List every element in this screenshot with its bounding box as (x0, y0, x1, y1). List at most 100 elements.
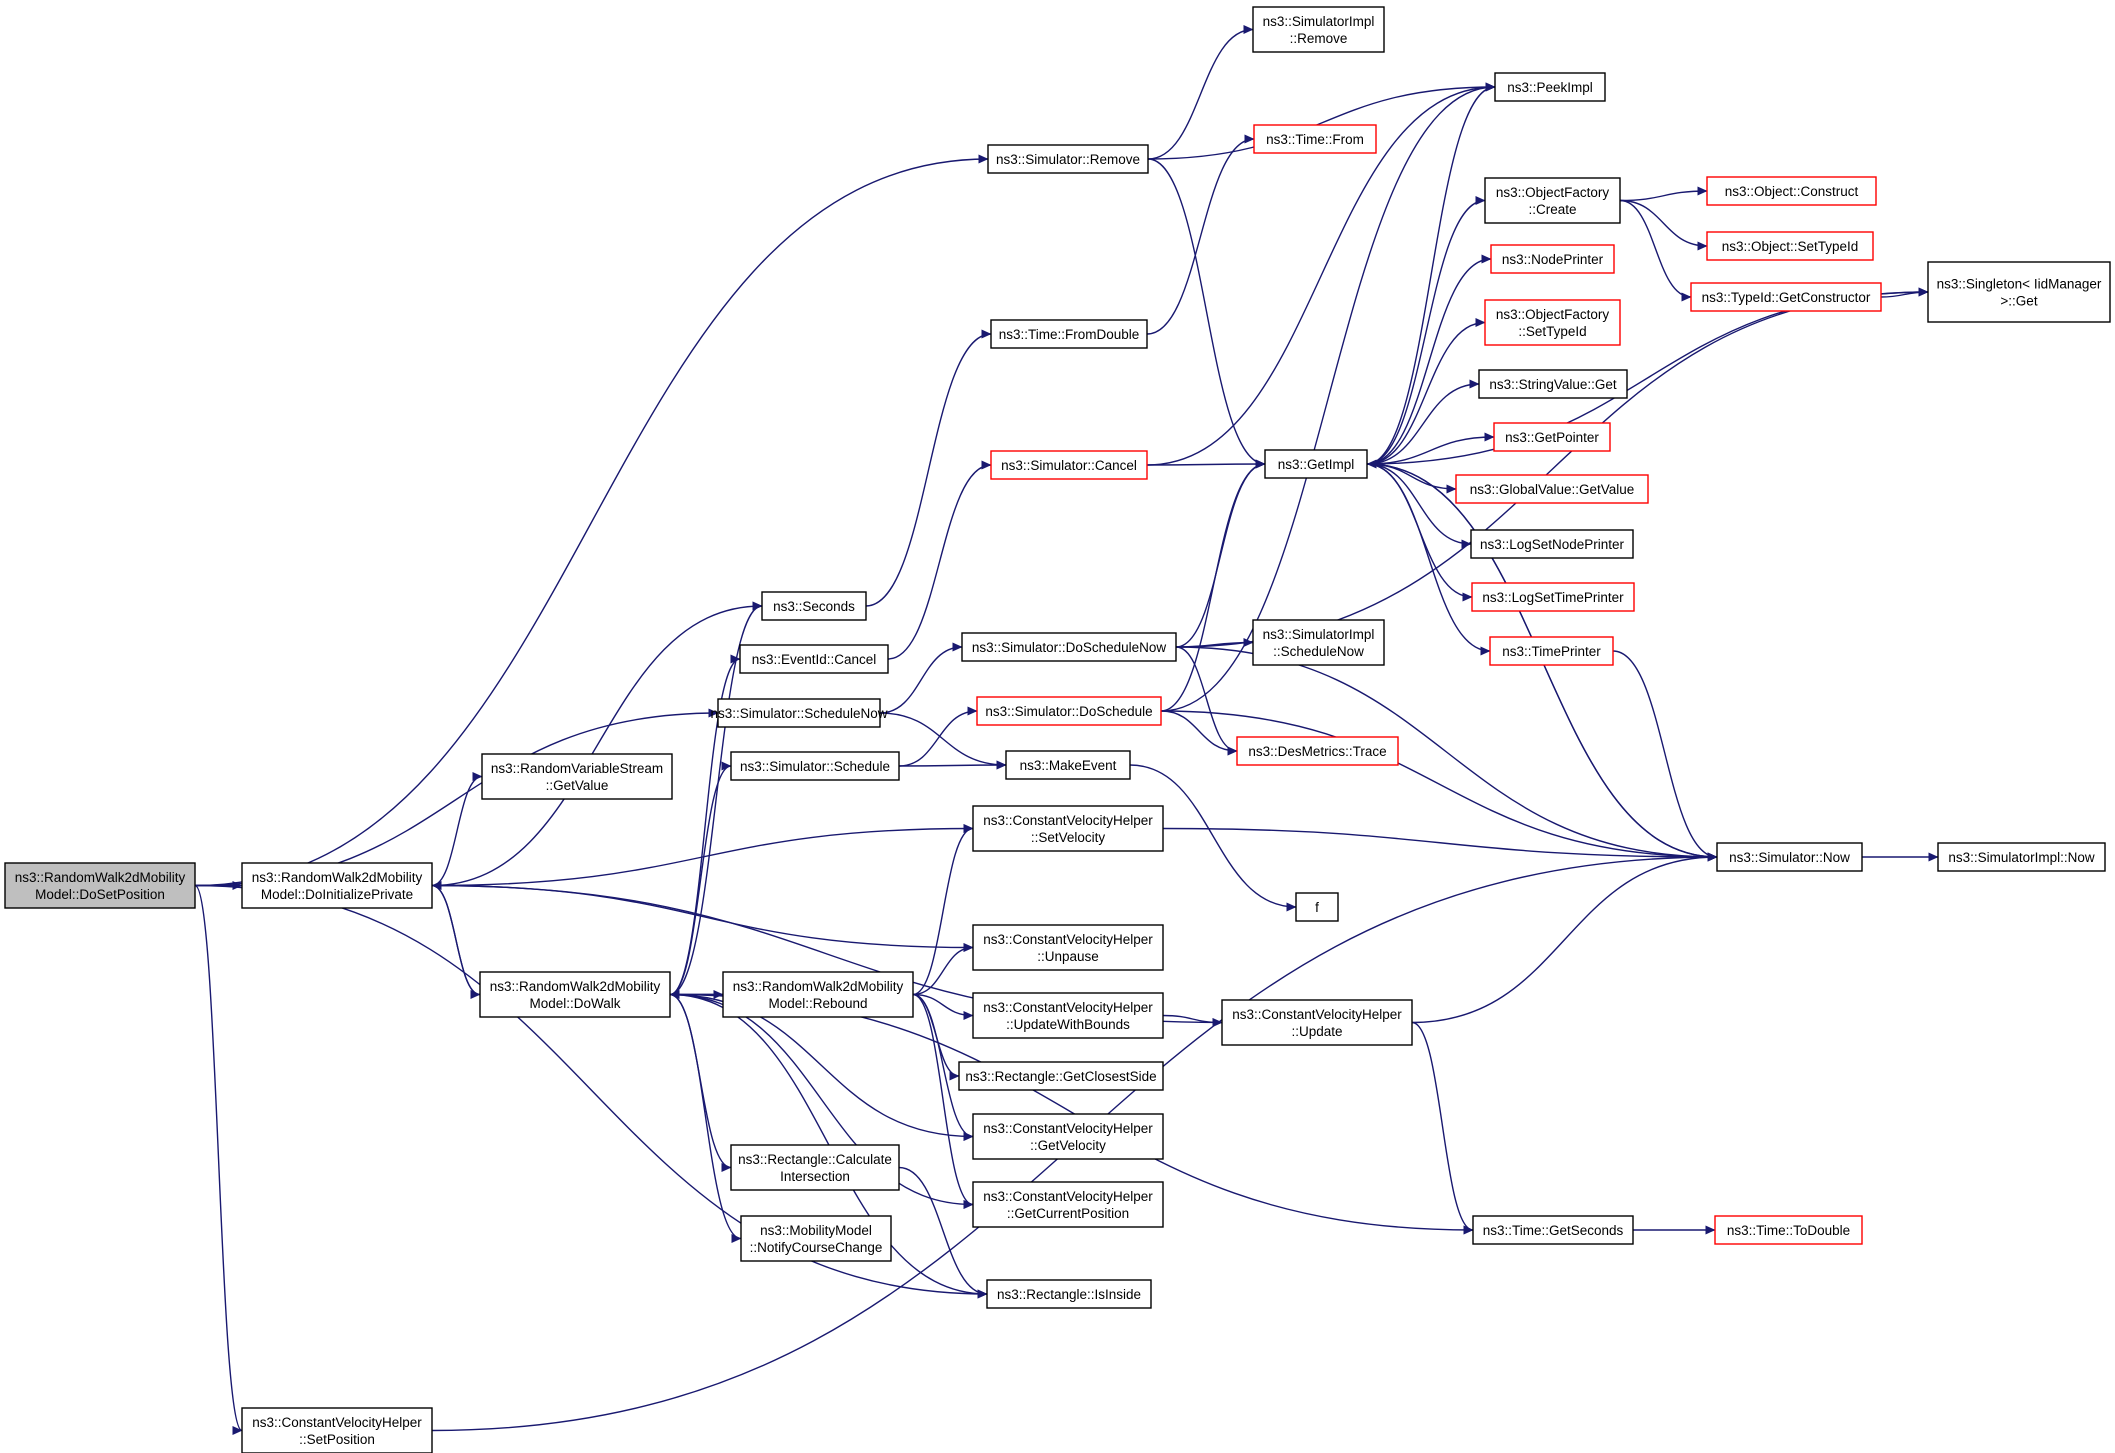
node-label: ns3::Time::FromDouble (999, 327, 1140, 342)
node-singleton[interactable]: ns3::Singleton< IidManager>::Get (1927, 261, 2111, 323)
node-label: ns3::Simulator::ScheduleNow (710, 706, 887, 721)
edge-line (1619, 199, 1708, 251)
node-timegetsec[interactable]: ns3::Time::GetSeconds (1472, 1215, 1634, 1245)
edge-getimpl-to-peekimpl (1366, 82, 1496, 465)
node-makeevent[interactable]: ns3::MakeEvent (1005, 750, 1131, 780)
node-rectinside[interactable]: ns3::Rectangle::IsInside (986, 1279, 1152, 1309)
node-box (986, 1279, 1152, 1309)
node-implremove[interactable]: ns3::SimulatorImpl::Remove (1252, 6, 1385, 53)
edge-line (898, 1166, 988, 1299)
node-box (730, 1144, 900, 1191)
edge-simsched-to-makeevent (898, 760, 1007, 770)
node-box (1690, 282, 1882, 312)
node-schednow[interactable]: ns3::Simulator::ScheduleNow (710, 698, 888, 728)
node-nodeprinter[interactable]: ns3::NodePrinter (1490, 244, 1615, 274)
node-timetodouble[interactable]: ns3::Time::ToDouble (1714, 1215, 1863, 1245)
edge-dosched-to-desmetrics (1160, 710, 1238, 756)
node-getpointer[interactable]: ns3::GetPointer (1493, 422, 1611, 452)
node-rectclosest[interactable]: ns3::Rectangle::GetClosestSide (958, 1061, 1164, 1091)
node-box (1295, 892, 1339, 922)
node-doinit[interactable]: ns3::RandomWalk2dMobilityModel::DoInitia… (241, 862, 433, 909)
node-label: Intersection (780, 1169, 850, 1184)
node-cvgetvel[interactable]: ns3::ConstantVelocityHelper::GetVelocity (972, 1113, 1164, 1160)
node-timefrom[interactable]: ns3::Time::From (1253, 124, 1377, 154)
node-logsetnode[interactable]: ns3::LogSetNodePrinter (1470, 529, 1634, 559)
node-label: ns3::Time::ToDouble (1727, 1223, 1850, 1238)
node-label: ::ScheduleNow (1273, 644, 1364, 659)
node-simremove[interactable]: ns3::Simulator::Remove (987, 144, 1149, 174)
node-f[interactable]: f (1295, 892, 1339, 922)
node-simcancel[interactable]: ns3::Simulator::Cancel (990, 450, 1148, 480)
node-box (1490, 244, 1615, 274)
node-implschednow[interactable]: ns3::SimulatorImpl::ScheduleNow (1252, 619, 1385, 666)
node-cvunpause[interactable]: ns3::ConstantVelocityHelper::Unpause (972, 924, 1164, 971)
node-cvupdbounds[interactable]: ns3::ConstantVelocityHelper::UpdateWithB… (972, 992, 1164, 1039)
edge-line (1147, 25, 1254, 160)
node-dosched[interactable]: ns3::Simulator::DoSchedule (976, 696, 1162, 726)
node-simsched[interactable]: ns3::Simulator::Schedule (730, 751, 900, 781)
node-desmetrics[interactable]: ns3::DesMetrics::Trace (1236, 736, 1399, 766)
node-box (241, 862, 433, 909)
edge-line (1160, 710, 1238, 756)
edge-dosched-to-peekimpl (1160, 82, 1496, 712)
edge-rebound-to-cvgetcur (912, 993, 974, 1209)
edge-dowalk-to-doinit (431, 881, 481, 996)
node-box (4, 862, 196, 909)
node-objsettype[interactable]: ns3::Object::SetTypeId (1706, 231, 1874, 261)
node-label: ns3::RandomWalk2dMobility (15, 870, 186, 885)
edge-line (1366, 287, 1929, 465)
node-box (481, 753, 673, 800)
node-simnow[interactable]: ns3::Simulator::Now (1716, 842, 1863, 872)
edge-doinit-to-cvunpause (431, 884, 974, 952)
node-cvgetcur[interactable]: ns3::ConstantVelocityHelper::GetCurrentP… (972, 1181, 1164, 1228)
node-label: ns3::RandomWalk2dMobility (733, 979, 904, 994)
node-seconds[interactable]: ns3::Seconds (761, 591, 867, 621)
node-label: ns3::RandomWalk2dMobility (252, 870, 423, 885)
node-eventcancel[interactable]: ns3::EventId::Cancel (739, 644, 889, 674)
node-cvsetvel[interactable]: ns3::ConstantVelocityHelper::SetVelocity (972, 805, 1164, 852)
node-cvsetpos[interactable]: ns3::ConstantVelocityHelper::SetPosition (241, 1407, 433, 1453)
edge-timefromdouble-to-timefrom (1146, 134, 1255, 335)
node-box (1706, 231, 1874, 261)
edge-line (898, 760, 1007, 770)
edge-cvsetvel-to-simnow (1162, 827, 1718, 862)
edge-ofcreate-to-typeidgetctor (1619, 199, 1692, 302)
node-cvupdate[interactable]: ns3::ConstantVelocityHelper::Update (1221, 999, 1413, 1046)
node-timefromdouble[interactable]: ns3::Time::FromDouble (990, 319, 1148, 349)
node-timeprinter[interactable]: ns3::TimePrinter (1489, 636, 1614, 666)
node-getimpl[interactable]: ns3::GetImpl (1264, 449, 1368, 479)
node-label: ns3::Object::SetTypeId (1722, 239, 1859, 254)
node-label: ns3::EventId::Cancel (752, 652, 877, 667)
node-typeidgetctor[interactable]: ns3::TypeId::GetConstructor (1690, 282, 1882, 312)
node-gvgetvalue[interactable]: ns3::GlobalValue::GetValue (1455, 474, 1649, 504)
node-label: ns3::LogSetNodePrinter (1480, 537, 1625, 552)
node-objconstruct[interactable]: ns3::Object::Construct (1706, 176, 1877, 206)
node-peekimpl[interactable]: ns3::PeekImpl (1494, 72, 1606, 102)
edge-line (879, 642, 963, 714)
edge-dowalk-to-mmnotify (669, 993, 742, 1243)
node-ofcreate[interactable]: ns3::ObjectFactory::Create (1484, 177, 1621, 224)
node-label: ns3::Simulator::DoSchedule (985, 704, 1152, 719)
node-implnow[interactable]: ns3::SimulatorImpl::Now (1937, 842, 2106, 872)
edge-line (1612, 650, 1718, 862)
edge-simcancel-to-peekimpl (1146, 82, 1496, 466)
node-ofsettype[interactable]: ns3::ObjectFactory::SetTypeId (1484, 299, 1621, 346)
edge-line (1411, 852, 1718, 1024)
node-doschednow[interactable]: ns3::Simulator::DoScheduleNow (961, 632, 1177, 662)
node-logsettime[interactable]: ns3::LogSetTimePrinter (1471, 582, 1635, 612)
node-label: ns3::GlobalValue::GetValue (1470, 482, 1635, 497)
node-label: >::Get (2000, 294, 2037, 309)
edge-line (912, 993, 974, 1141)
node-rvsget[interactable]: ns3::RandomVariableStream::GetValue (481, 753, 673, 800)
node-strget[interactable]: ns3::StringValue::Get (1478, 369, 1628, 399)
edge-simcancel-to-getimpl (1146, 459, 1266, 469)
node-root[interactable]: ns3::RandomWalk2dMobilityModel::DoSetPos… (4, 862, 196, 909)
edge-eventcancel-to-simcancel (887, 460, 992, 660)
edge-line (1146, 459, 1266, 469)
edge-line (1129, 764, 1297, 912)
node-mmnotify[interactable]: ns3::MobilityModel::NotifyCourseChange (740, 1215, 892, 1262)
edge-line (912, 824, 974, 996)
